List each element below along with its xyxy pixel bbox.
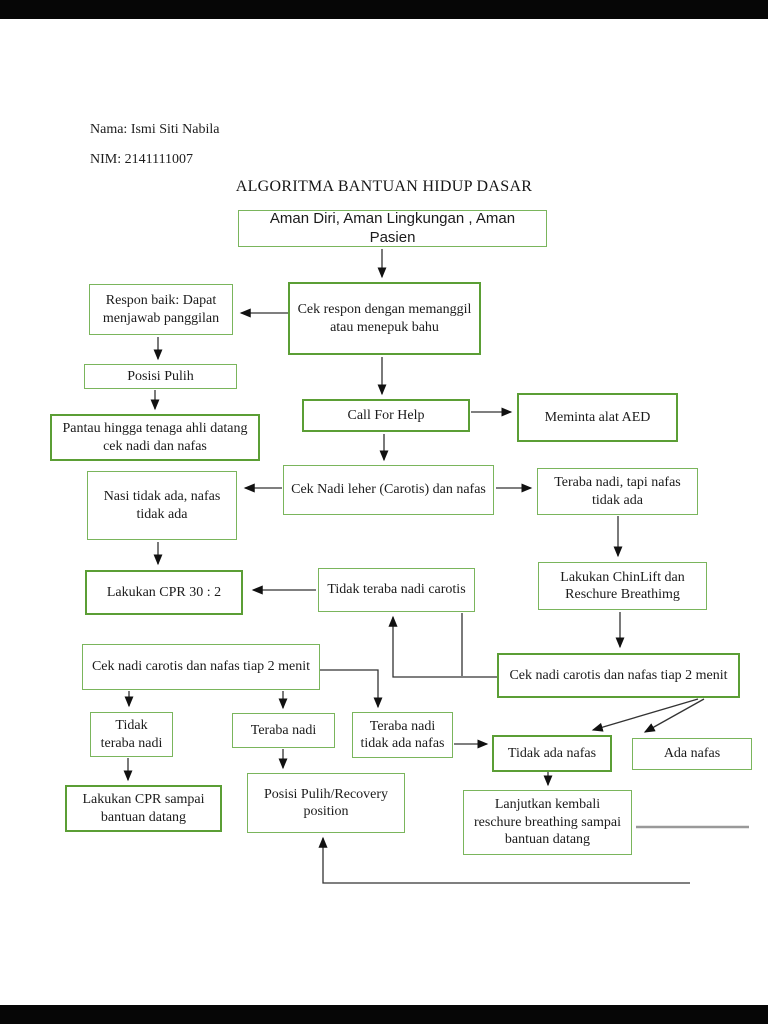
flow-node-chinlift: Lakukan ChinLift dan Reschure Breathimg — [538, 562, 707, 610]
top-letterbox-bar — [0, 0, 768, 19]
student-nim-line: NIM: 2141111007 — [90, 152, 194, 167]
flow-node-nadi-nafas-tidak-ada: Nasi tidak ada, nafas tidak ada — [87, 471, 237, 540]
flow-node-posisi-pulih: Posisi Pulih — [84, 364, 237, 389]
flow-node-ada-nafas: Ada nafas — [632, 738, 752, 770]
flow-node-respon-baik: Respon baik: Dapat menjawab panggilan — [89, 284, 233, 335]
flow-node-pantau: Pantau hingga tenaga ahli datang cek nad… — [50, 414, 260, 461]
flow-node-teraba-nadi-tapi: Teraba nadi, tapi nafas tidak ada — [537, 468, 698, 515]
flow-node-cek-respon: Cek respon dengan memanggil atau menepuk… — [288, 282, 481, 355]
flow-node-posisi-pulih-recovery: Posisi Pulih/Recovery position — [247, 773, 405, 833]
flow-node-minta-aed: Meminta alat AED — [517, 393, 678, 442]
flow-node-cpr-30-2: Lakukan CPR 30 : 2 — [85, 570, 243, 615]
flow-node-cpr-sampai-bantuan: Lakukan CPR sampai bantuan datang — [65, 785, 222, 832]
flow-node-teraba-nadi: Teraba nadi — [232, 713, 335, 748]
flow-node-tidak-teraba-carotis: Tidak teraba nadi carotis — [318, 568, 475, 612]
flow-node-tidak-ada-nafas: Tidak ada nafas — [492, 735, 612, 772]
flow-node-tidak-teraba-nadi: Tidak teraba nadi — [90, 712, 173, 757]
flow-node-cek-tiap-2-menit-kanan: Cek nadi carotis dan nafas tiap 2 menit — [497, 653, 740, 698]
flow-node-cek-tiap-2-menit-kiri: Cek nadi carotis dan nafas tiap 2 menit — [82, 644, 320, 690]
flow-node-cek-nadi-leher: Cek Nadi leher (Carotis) dan nafas — [283, 465, 494, 515]
flow-node-aman: Aman Diri, Aman Lingkungan , Aman Pasien — [238, 210, 547, 247]
student-name-line: Nama: Ismi Siti Nabila — [90, 122, 220, 137]
flow-node-teraba-nadi-tidak-nafas: Teraba nadi tidak ada nafas — [352, 712, 453, 758]
flow-node-lanjutkan-reschure: Lanjutkan kembali reschure breathing sam… — [463, 790, 632, 855]
page-title: ALGORITMA BANTUAN HIDUP DASAR — [235, 178, 533, 195]
bottom-letterbox-bar — [0, 1005, 768, 1024]
flow-node-call-for-help: Call For Help — [302, 399, 470, 432]
